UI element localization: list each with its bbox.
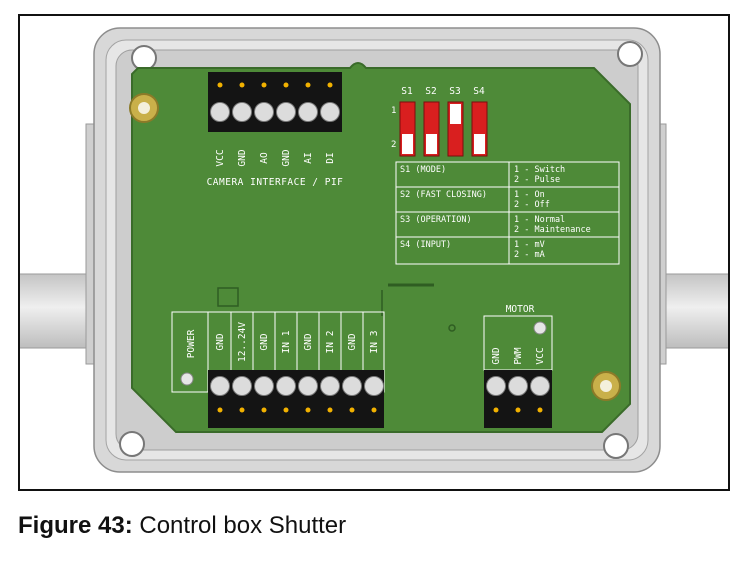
housing-mounting-holes	[119, 41, 643, 459]
power-pin-label: IN 3	[369, 331, 380, 354]
camera-connector: VCC GND AO GND AI DI CAMERA INTERFACE / PIF	[207, 72, 344, 188]
setting-option: 1 - On	[514, 190, 545, 200]
motor-terminal-screw	[530, 376, 550, 396]
motor-terminal-screw	[508, 376, 528, 396]
dip-row-label: 1	[391, 106, 396, 116]
camera-terminal-pin	[305, 82, 311, 88]
power-pin-label: 12..24V	[237, 322, 248, 362]
caption-text: Control box Shutter	[132, 512, 347, 539]
camera-pin-label: AO	[259, 152, 270, 164]
figure-frame: VCC GND AO GND AI DI CAMERA INTERFACE / PIF 1…	[18, 14, 730, 491]
setting-option: 2 - mA	[514, 250, 545, 260]
control-box-diagram: VCC GND AO GND AI DI CAMERA INTERFACE / PIF 1…	[20, 27, 728, 473]
dip-switch-label: S1	[401, 86, 413, 97]
camera-pin-label: GND	[281, 149, 292, 166]
power-terminal-screw	[210, 376, 230, 396]
camera-pin-label: GND	[237, 149, 248, 166]
left-cable-gland	[20, 123, 105, 365]
dip-switch-slider	[402, 134, 413, 154]
power-pin-label: IN 1	[281, 330, 292, 353]
camera-terminal-pin	[217, 82, 223, 88]
pcb-board	[131, 62, 631, 433]
power-terminal-screw	[276, 376, 296, 396]
power-label: POWER	[186, 329, 197, 358]
power-terminal-screw	[254, 376, 274, 396]
power-terminal-pin	[371, 407, 377, 413]
setting-name: S3 (OPERATION)	[400, 215, 472, 225]
power-terminal-pin	[349, 407, 355, 413]
pcb-traces	[217, 283, 456, 332]
camera-terminal-screw	[254, 102, 274, 122]
setting-option: 1 - mV	[514, 240, 545, 250]
camera-terminal-screw	[320, 102, 340, 122]
power-terminal-screw	[342, 376, 362, 396]
dip-switch-block: 1 2 S1 S2 S3 S4	[391, 86, 488, 157]
setting-option: 2 - Off	[514, 200, 550, 210]
power-connector: POWER GND 12..24V GND IN 1 GND IN 2 GND IN 3	[171, 311, 385, 428]
motor-connector: MOTOR GND PWM VCC	[483, 304, 553, 428]
setting-name: S4 (INPUT)	[400, 240, 451, 250]
dip-switch-slider	[474, 134, 485, 154]
figure-label: Figure 43:	[18, 512, 133, 539]
right-cable-gland	[649, 123, 728, 365]
dip-row-label: 2	[391, 140, 396, 150]
power-terminal-pin	[327, 407, 333, 413]
power-terminal-pin	[217, 407, 223, 413]
power-terminal-screw	[320, 376, 340, 396]
camera-terminal-pin	[239, 82, 245, 88]
setting-name: S1 (MODE)	[400, 165, 446, 175]
power-pin-label: GND	[259, 333, 270, 350]
power-terminal-pin	[239, 407, 245, 413]
pcb-mounting-screw	[129, 93, 159, 123]
motor-label: MOTOR	[506, 304, 535, 315]
dip-switch-label: S3	[449, 86, 460, 97]
power-pin-label: GND	[303, 333, 314, 350]
dip-switch-label: S4	[473, 86, 485, 97]
motor-pin-label: PWM	[513, 347, 524, 364]
power-terminal-screw	[232, 376, 252, 396]
camera-terminal-screw	[276, 102, 296, 122]
motor-terminal-pin	[537, 407, 543, 413]
motor-terminal-pin	[493, 407, 499, 413]
setting-option: 2 - Maintenance	[514, 225, 591, 235]
motor-terminal-pin	[515, 407, 521, 413]
setting-name: S2 (FAST CLOSING)	[400, 190, 487, 200]
motor-pin-label: GND	[491, 347, 502, 364]
power-indicator-led	[180, 372, 194, 386]
camera-terminal-screw	[210, 102, 230, 122]
power-terminal-screw	[298, 376, 318, 396]
power-pin-label: GND	[347, 333, 358, 350]
dip-switch-label: S2	[425, 86, 436, 97]
camera-pin-label: DI	[325, 152, 336, 163]
dip-switch-slider	[450, 104, 461, 124]
setting-option: 2 - Pulse	[514, 175, 560, 185]
power-pin-label: IN 2	[325, 331, 336, 354]
motor-terminal-screw	[486, 376, 506, 396]
dip-switch-slider	[426, 134, 437, 154]
camera-terminal-pin	[283, 82, 289, 88]
camera-terminal-pin	[261, 82, 267, 88]
camera-pin-label: AI	[303, 152, 314, 163]
power-terminal-screw	[364, 376, 384, 396]
camera-terminal-screw	[232, 102, 252, 122]
camera-terminal-pin	[327, 82, 333, 88]
power-terminal-pin	[283, 407, 289, 413]
power-terminal-pin	[305, 407, 311, 413]
camera-terminal-screw	[298, 102, 318, 122]
setting-option: 1 - Switch	[514, 165, 565, 175]
pcb-mounting-screw	[591, 371, 621, 401]
power-pin-label: GND	[215, 333, 226, 350]
setting-option: 1 - Normal	[514, 215, 565, 225]
motor-indicator-led	[533, 321, 547, 335]
camera-interface-label: CAMERA INTERFACE / PIF	[207, 177, 344, 188]
power-terminal-pin	[261, 407, 267, 413]
figure-caption: Figure 43: Control box Shutter	[18, 512, 346, 540]
motor-pin-label: VCC	[535, 347, 546, 364]
camera-pin-label: VCC	[215, 149, 226, 166]
